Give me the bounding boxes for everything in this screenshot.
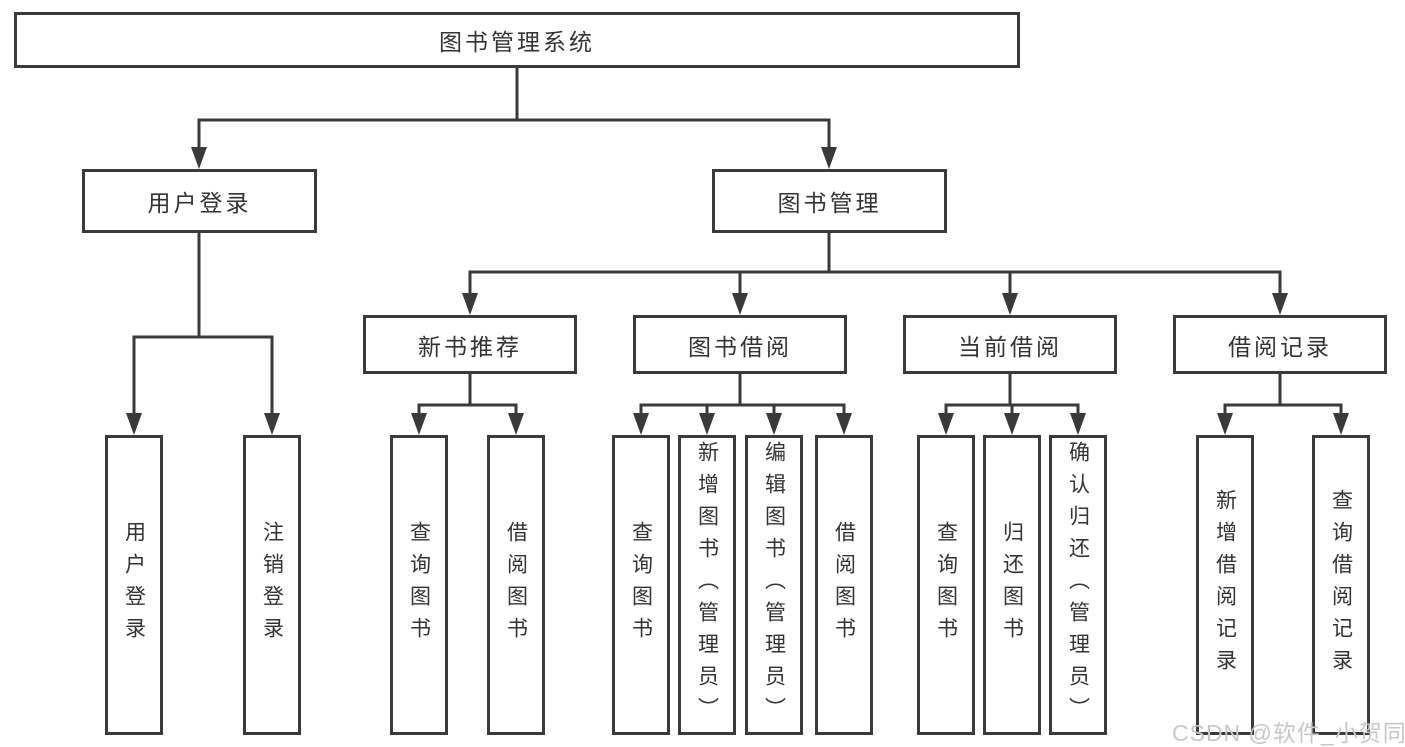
leaf-user-login: 用户登录 xyxy=(105,435,163,735)
leaf-borrow-query-books-label: 查询图书 xyxy=(629,521,653,649)
leaf-records-add-record-label: 新增借阅记录 xyxy=(1213,489,1237,681)
leaf-current-query-books-label: 查询图书 xyxy=(934,521,958,649)
leaf-borrow-borrow-books-label: 借阅图书 xyxy=(832,521,856,649)
node-new-book-recommend: 新书推荐 xyxy=(363,315,577,374)
leaf-current-return-books-label: 归还图书 xyxy=(1000,521,1024,649)
node-book-management-label: 图书管理 xyxy=(777,190,882,216)
node-user-login: 用户登录 xyxy=(82,169,317,233)
leaf-borrow-query-books: 查询图书 xyxy=(612,435,670,735)
node-book-management: 图书管理 xyxy=(712,169,947,233)
node-book-borrowing-label: 图书借阅 xyxy=(688,333,792,360)
node-user-login-label: 用户登录 xyxy=(147,190,252,216)
leaf-borrow-edit-books-admin-label: 编辑图书（管理员） xyxy=(762,441,786,729)
node-current-borrowing-label: 当前借阅 xyxy=(958,333,1062,360)
leaf-borrow-add-books-admin: 新增图书（管理员） xyxy=(678,435,736,735)
node-book-borrowing: 图书借阅 xyxy=(633,315,847,374)
node-library-system: 图书管理系统 xyxy=(14,12,1020,68)
leaf-logout: 注销登录 xyxy=(243,435,301,735)
leaf-newrec-query-books-label: 查询图书 xyxy=(407,521,431,649)
leaf-borrow-borrow-books: 借阅图书 xyxy=(815,435,873,735)
leaf-borrow-add-books-admin-label: 新增图书（管理员） xyxy=(695,441,719,729)
leaf-current-confirm-return-admin-label: 确认归还（管理员） xyxy=(1066,441,1090,729)
node-library-system-label: 图书管理系统 xyxy=(439,29,595,55)
node-borrow-records: 借阅记录 xyxy=(1173,315,1387,374)
leaf-current-confirm-return-admin: 确认归还（管理员） xyxy=(1049,435,1107,735)
leaf-current-return-books: 归还图书 xyxy=(983,435,1041,735)
leaf-newrec-borrow-books: 借阅图书 xyxy=(487,435,545,735)
csdn-watermark: CSDN @软件_小贺同学 xyxy=(1172,720,1405,746)
leaf-records-add-record: 新增借阅记录 xyxy=(1196,435,1254,735)
node-new-book-recommend-label: 新书推荐 xyxy=(418,333,522,360)
leaf-current-query-books: 查询图书 xyxy=(917,435,975,735)
leaf-borrow-edit-books-admin: 编辑图书（管理员） xyxy=(745,435,803,735)
leaf-records-query-record: 查询借阅记录 xyxy=(1312,435,1370,735)
leaf-records-query-record-label: 查询借阅记录 xyxy=(1329,489,1353,681)
leaf-newrec-borrow-books-label: 借阅图书 xyxy=(504,521,528,649)
node-borrow-records-label: 借阅记录 xyxy=(1228,333,1332,360)
leaf-newrec-query-books: 查询图书 xyxy=(390,435,448,735)
leaf-logout-label: 注销登录 xyxy=(260,521,284,649)
leaf-user-login-label: 用户登录 xyxy=(122,521,146,649)
node-current-borrowing: 当前借阅 xyxy=(903,315,1117,374)
